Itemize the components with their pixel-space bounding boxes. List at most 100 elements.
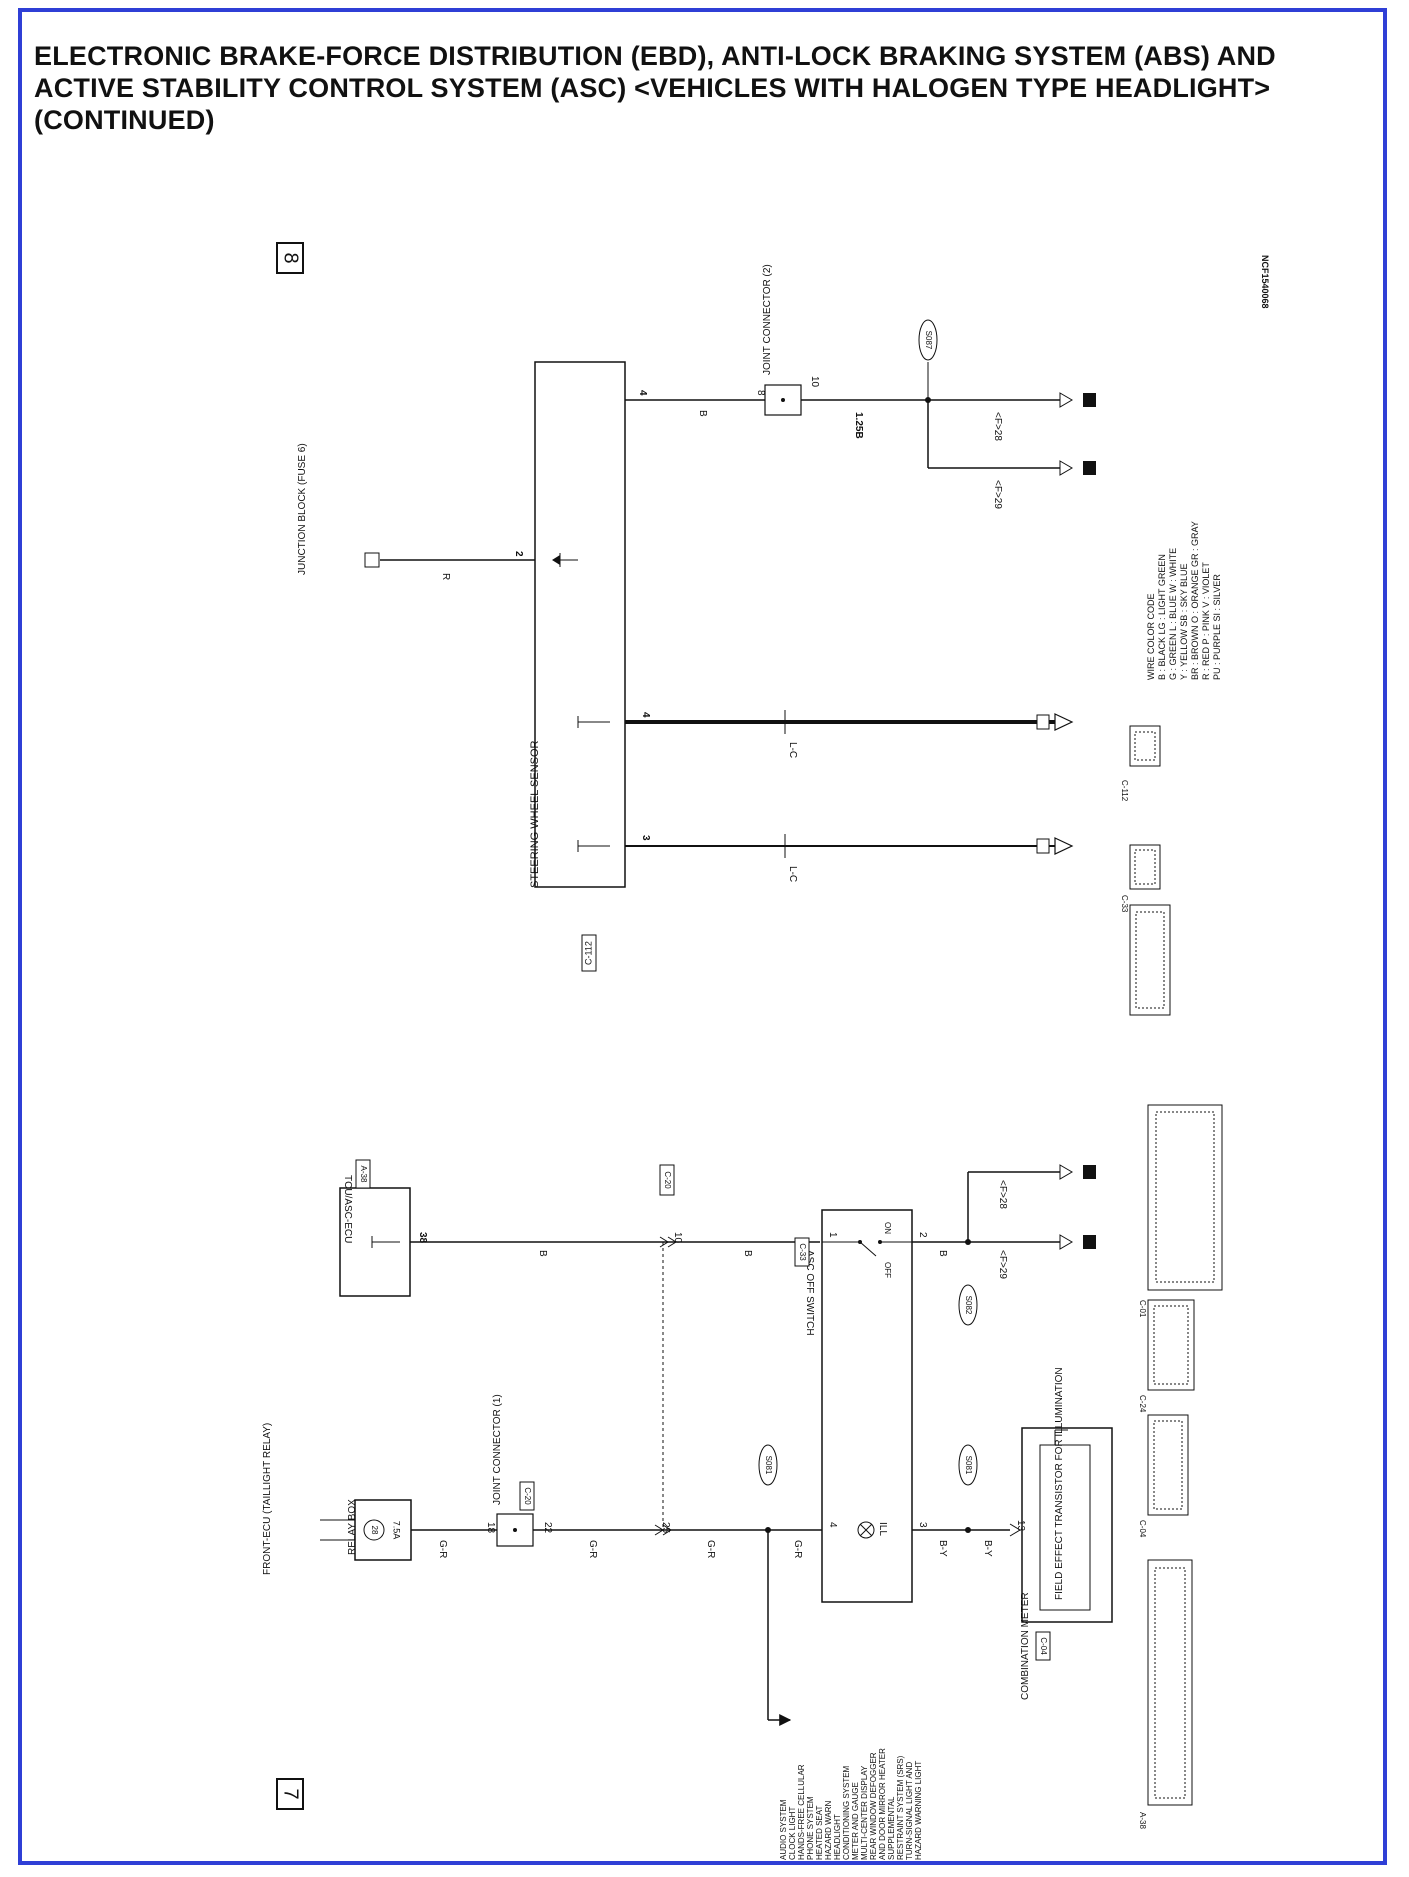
svg-text:WIRE COLOR CODE: WIRE COLOR CODE — [1146, 593, 1156, 680]
page-frame — [18, 8, 1387, 1865]
meter-pin-13: 13 — [1015, 1520, 1026, 1532]
svg-text:PU : PURPLE SI : SILVER: PU : PURPLE SI : SILVER — [1212, 574, 1222, 680]
svg-text:HEADLIGHT: HEADLIGHT — [833, 1814, 842, 1860]
wire-b-ecu: B — [537, 1250, 548, 1257]
connector-diagram-c112 — [1129, 725, 1171, 1016]
svg-text:RESTRAINT SYSTEM (SRS): RESTRAINT SYSTEM (SRS) — [896, 1755, 905, 1860]
relay-box-label: RELAY BOX — [347, 1499, 358, 1555]
wire-switch-ground — [912, 1164, 1096, 1250]
wire-by-2: B-Y — [982, 1540, 993, 1557]
jc2-pin-out: 10 — [809, 376, 820, 388]
switch-on-label: ON — [883, 1222, 892, 1234]
sensor-pin4-label: 4 — [640, 712, 651, 718]
sensor-pin2-label: 2 — [513, 551, 524, 557]
svg-text:HAZARD WARNING LIGHT: HAZARD WARNING LIGHT — [914, 1761, 923, 1860]
jc1-pin-out: 22 — [542, 1522, 553, 1534]
combination-meter-box — [1021, 1427, 1113, 1623]
connector-c04-tag: C-04 — [1035, 1631, 1051, 1661]
ref-c01: C-01 — [1138, 1300, 1147, 1318]
wire-switch-to-meter — [912, 1523, 1021, 1537]
svg-text:S081: S081 — [764, 1456, 773, 1475]
svg-text:SUPPLEMENTAL: SUPPLEMENTAL — [887, 1796, 896, 1860]
page-number-8: 8 — [276, 242, 304, 274]
joint-connector-1-label: JOINT CONNECTOR (1) — [492, 1394, 503, 1505]
joint-connector-2-label: JOINT CONNECTOR (2) — [762, 264, 773, 375]
svg-text:C-33: C-33 — [798, 1243, 807, 1261]
splice-s082: S082 — [958, 1284, 978, 1326]
svg-text:CLOCK LIGHT: CLOCK LIGHT — [788, 1807, 797, 1860]
illumination-lamp — [857, 1521, 875, 1539]
svg-text:R : RED P : PINK V : VIOLE: R : RED P : PINK V : VIOLET — [1201, 562, 1211, 680]
svg-text:S082: S082 — [964, 1296, 973, 1315]
svg-text:REAR WINDOW DEFOGGER: REAR WINDOW DEFOGGER — [869, 1752, 878, 1860]
wire-by-1: B-Y — [937, 1540, 948, 1557]
wire-gr-1: G-R — [437, 1540, 448, 1558]
ref-c33: C-33 — [1120, 895, 1129, 913]
svg-text:BR : BROWN O : ORANGE GR :: BR : BROWN O : ORANGE GR : GRAY — [1190, 521, 1200, 680]
wire-illumination-main — [411, 1242, 822, 1726]
title-line-3: (CONTINUED) — [34, 105, 215, 135]
ecu-pin-38: 38 — [417, 1232, 428, 1244]
svg-text:28: 28 — [370, 1526, 379, 1535]
front-ecu-label: FRONT-ECU (TAILLIGHT RELAY) — [262, 1423, 273, 1575]
ground-f28-upper: <F>28 — [992, 412, 1003, 441]
svg-text:7.5A: 7.5A — [392, 1521, 402, 1540]
ground-f29-upper: <F>29 — [992, 480, 1003, 509]
title-line-2: ACTIVE STABILITY CONTROL SYSTEM (ASC) <V… — [34, 73, 1271, 103]
svg-text:S081: S081 — [964, 1456, 973, 1475]
asc-off-switch-box — [821, 1209, 913, 1603]
ref-c04: C-04 — [1138, 1520, 1147, 1538]
svg-text:G : GREEN L : BLUE W : WHI: G : GREEN L : BLUE W : WHITE — [1168, 548, 1178, 680]
wire-gr-3: G-R — [705, 1540, 716, 1558]
c20-pin-10: 10 — [672, 1232, 683, 1244]
svg-text:B : BLACK LG : LIGHT GREEN: B : BLACK LG : LIGHT GREEN — [1157, 554, 1167, 680]
relay-box: 28 7.5A — [320, 1499, 412, 1561]
wire-sensor-pin4 — [577, 710, 1074, 734]
steering-wheel-sensor-box — [534, 361, 626, 888]
ill-label: ILL — [877, 1522, 888, 1536]
ground-f28-lower: <F>28 — [997, 1180, 1008, 1209]
switch-pin-1: 1 — [827, 1232, 838, 1238]
svg-text:AND DOOR MIRROR HEATER: AND DOOR MIRROR HEATER — [878, 1748, 887, 1860]
wire-sensor-pin3 — [577, 834, 1074, 858]
wire-b-sensor: B — [697, 410, 708, 417]
ground-f29-lower: <F>29 — [997, 1250, 1008, 1279]
c20-pin-25: 25 — [660, 1522, 671, 1534]
drawing-id: NCF1540068 — [1260, 255, 1270, 309]
connector-diagrams-lower — [1147, 1104, 1223, 1806]
combination-meter-label: COMBINATION METER — [1020, 1592, 1031, 1700]
ref-c24: C-24 — [1138, 1395, 1147, 1413]
switch-pin-3: 3 — [917, 1522, 928, 1528]
branch-list: AUDIO SYSTEM CLOCK LIGHT HANDS-FREE CELL… — [779, 1748, 923, 1860]
svg-text:S087: S087 — [924, 331, 933, 350]
junction-block-label: JUNCTION BLOCK (FUSE 6) — [297, 443, 308, 575]
wire-junction-block-feed — [364, 552, 578, 568]
steering-wheel-sensor-label: STEERING WHEEL SENSOR — [529, 740, 541, 888]
connector-c20-tag-upper: C-20 — [659, 1164, 675, 1196]
wire-sensor-ground — [625, 362, 1096, 476]
svg-text:8: 8 — [280, 252, 302, 263]
wire-gr-2: G-R — [587, 1540, 598, 1558]
splice-s081-lower: S081 — [958, 1444, 978, 1486]
svg-text:TURN-SIGNAL LIGHT AND: TURN-SIGNAL LIGHT AND — [905, 1762, 914, 1860]
svg-text:HANDS-FREE CELLULAR: HANDS-FREE CELLULAR — [797, 1764, 806, 1860]
splice-s087: S087 — [918, 319, 938, 361]
page-number-7: 7 — [276, 1778, 304, 1810]
svg-text:7: 7 — [280, 1788, 302, 1799]
diagram-title: ELECTRONIC BRAKE-FORCE DISTRIBUTION (EBD… — [34, 40, 1364, 136]
tcu-asc-ecu-label: TCU/ASC-ECU — [342, 1175, 353, 1243]
wire-b-ground: B — [937, 1250, 948, 1257]
svg-text:CONDITIONING SYSTEM: CONDITIONING SYSTEM — [842, 1765, 851, 1860]
ref-c112: C-112 — [1120, 780, 1129, 802]
switch-pin-4: 4 — [827, 1522, 838, 1528]
wire-ecu-to-switch — [410, 1236, 820, 1248]
svg-text:C-112: C-112 — [583, 941, 593, 965]
svg-text:PHONE SYSTEM: PHONE SYSTEM — [806, 1796, 815, 1860]
switch-off-label: OFF — [883, 1262, 892, 1278]
wire-lc-1: L-C — [787, 866, 798, 882]
splice-s081: S081 — [758, 1444, 778, 1486]
jc2-pin-in: 8 — [755, 390, 766, 396]
wire-lc-2: L-C — [787, 742, 798, 758]
svg-text:MULTI-CENTER DISPLAY: MULTI-CENTER DISPLAY — [860, 1765, 869, 1860]
